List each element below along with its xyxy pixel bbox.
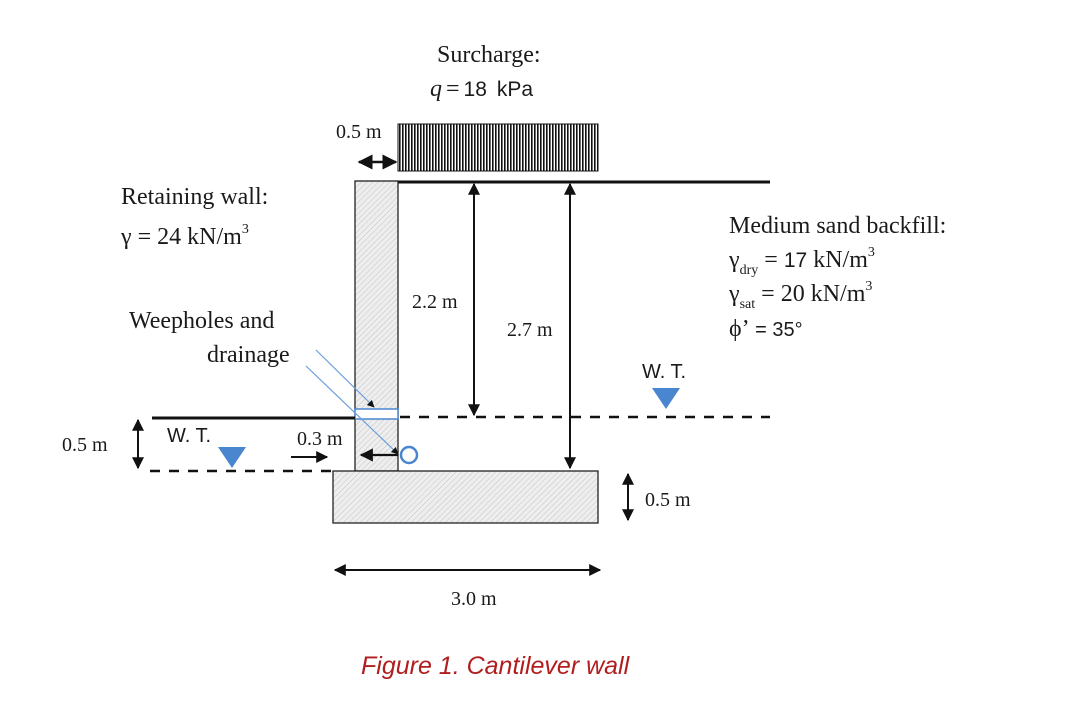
base-width-label: 3.0 m: [451, 588, 497, 610]
wall-unit-weight: γ = 24 kN/m3: [120, 222, 249, 250]
surcharge-title: Surcharge:: [437, 42, 541, 68]
height-2-7-label: 2.7 m: [507, 319, 553, 341]
weephole-band: [354, 408, 399, 420]
surcharge-q: q = 18 kPa: [430, 76, 533, 102]
surcharge-load-block: [397, 123, 599, 172]
weephole-leader-2: [305, 365, 399, 455]
drain-offset-label: 0.3 m: [297, 428, 343, 450]
weepholes-label-line1: Weepholes and: [129, 308, 274, 334]
weepholes-label-line2: drainage: [207, 342, 290, 368]
base-thickness-label: 0.5 m: [645, 489, 691, 511]
wall-base: [332, 470, 599, 524]
water-table-label-left: W. T.: [167, 425, 211, 447]
water-table-marker-left: [218, 447, 246, 468]
backfill-title: Medium sand backfill:: [729, 213, 946, 239]
drain-pipe-icon: [399, 445, 419, 465]
water-table-marker-right: [652, 388, 680, 409]
backfill-friction-angle: ϕ’ = 35°: [729, 316, 803, 342]
height-2-2-label: 2.2 m: [412, 291, 458, 313]
surcharge-width-label: 0.5 m: [336, 121, 382, 143]
water-table-label-right: W. T.: [642, 361, 686, 383]
wall-stem: [354, 180, 399, 472]
weephole-leader-1: [315, 349, 375, 408]
figure-caption: Figure 1. Cantilever wall: [361, 652, 631, 680]
backfill-gamma-sat: γsat = 20 kN/m3: [728, 279, 872, 312]
toe-depth-label: 0.5 m: [62, 434, 108, 456]
backfill-gamma-dry: γdry = 17 kN/m3: [728, 245, 875, 278]
wall-title: Retaining wall:: [121, 184, 268, 210]
